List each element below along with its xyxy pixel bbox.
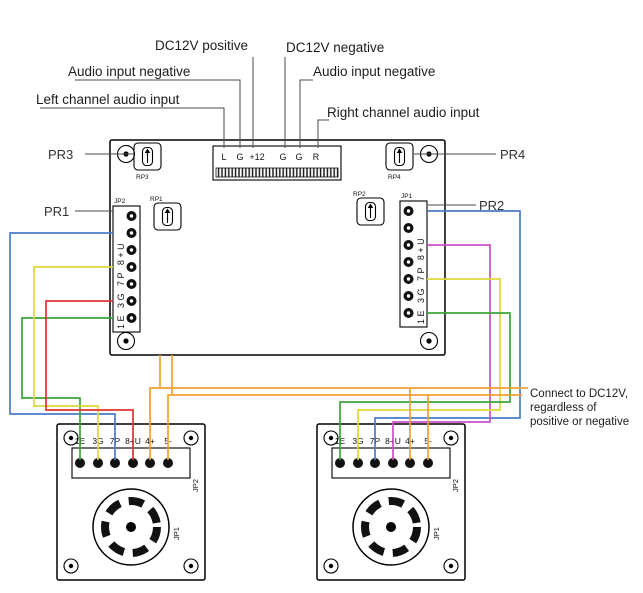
top-connector-pins-strip xyxy=(215,167,339,178)
leader-audio-neg-right xyxy=(299,79,313,148)
meter-dial-segments xyxy=(361,497,421,557)
top-pin-label-g2: G xyxy=(279,152,286,162)
left-connector-body xyxy=(112,205,141,333)
meter-connector-strip xyxy=(71,447,191,479)
meter-jp2-label: JP2 xyxy=(451,479,460,492)
leader-left-channel xyxy=(40,107,225,148)
meter-mount-hole xyxy=(63,430,199,574)
meter-body xyxy=(56,423,206,581)
meter-jp2-label: JP2 xyxy=(191,479,200,492)
meter-dial-ring xyxy=(352,488,430,566)
pot-arrow xyxy=(396,148,403,153)
board-body xyxy=(109,139,446,356)
left-connector-pin xyxy=(126,211,137,323)
pot-arrow xyxy=(144,148,151,153)
label-pr2: PR2 xyxy=(479,198,504,213)
label-dc12v-negative: DC12V negative xyxy=(286,40,384,55)
wire-left-yellow-3g xyxy=(33,266,113,460)
top-pin-label-g3: G xyxy=(295,152,302,162)
label-dc12v-positive: DC12V positive xyxy=(155,38,248,53)
pot-rp2 xyxy=(356,197,385,226)
meter-jp1-label: JP1 xyxy=(172,527,181,540)
pot-pr3 xyxy=(133,142,162,171)
meter-connector-pin xyxy=(335,458,433,468)
label-audio-neg-right: Audio input negative xyxy=(313,64,435,79)
wire-right-blue-7p xyxy=(374,210,521,460)
right-connector-pin xyxy=(403,206,414,318)
ref-label-rp2: RP2 xyxy=(353,191,366,198)
board-left-connector: 1E 3G 7P 8+U xyxy=(112,205,141,333)
wire-left-red-8u xyxy=(45,300,134,460)
meter-dial-center xyxy=(386,522,396,532)
meter-jp1-label: JP1 xyxy=(432,527,441,540)
right-connector-body xyxy=(399,200,428,328)
label-pr4: PR4 xyxy=(500,147,525,162)
ref-label-jp2: JP2 xyxy=(114,198,126,205)
meter-dial-segments xyxy=(101,497,161,557)
left-connector-pin-labels: 1E 3G 7P 8+U xyxy=(116,241,126,329)
wire-right-green-1e xyxy=(339,312,511,460)
pot-arrow xyxy=(164,208,171,213)
wire-left-blue-7p xyxy=(9,232,116,460)
top-pin-label-g1: G xyxy=(236,152,243,162)
top-pin-label-plus12: +12 xyxy=(249,152,264,162)
wire-left-green-1e xyxy=(21,317,113,460)
wire-right-yellow-3g xyxy=(357,278,501,460)
ref-label-rp3: RP3 xyxy=(136,174,149,181)
meter-connector-strip xyxy=(331,447,451,479)
leader-right-channel xyxy=(317,119,329,148)
top-connector-body xyxy=(212,145,342,181)
wire-orange-bus-4p xyxy=(149,387,528,460)
pot-pr4 xyxy=(385,142,414,171)
label-left-channel: Left channel audio input xyxy=(36,92,180,107)
leader-lines xyxy=(40,57,496,212)
label-audio-neg-left: Audio input negative xyxy=(68,64,190,79)
label-right-channel: Right channel audio input xyxy=(327,105,480,120)
pot-rp1 xyxy=(153,202,182,231)
main-board: L G +12 G G R xyxy=(109,139,446,356)
label-pr3: PR3 xyxy=(48,147,73,162)
top-pin-label-r: R xyxy=(313,152,320,162)
leader-audio-neg-left xyxy=(75,79,241,148)
ref-label-jp1: JP1 xyxy=(401,193,413,200)
ref-label-rp4: RP4 xyxy=(388,174,401,181)
label-pr1: PR1 xyxy=(44,204,69,219)
board-top-connector: L G +12 G G R xyxy=(212,145,342,181)
wire-right-magenta-8u xyxy=(392,244,491,460)
note-line-2: regardless of xyxy=(530,402,597,414)
board-right-connector: 1E 3G 7P 8+U xyxy=(399,200,428,328)
wires xyxy=(9,210,528,460)
callout-labels: DC12V positive DC12V negative Audio inpu… xyxy=(36,38,525,219)
meter-dial-center xyxy=(126,522,136,532)
meter-dial-ring xyxy=(92,488,170,566)
dc12v-note: Connect to DC12V, regardless of positive… xyxy=(530,388,629,428)
ref-label-rp1: RP1 xyxy=(150,196,163,203)
right-connector-pin-labels: 1E 3G 7P 8+U xyxy=(416,236,426,324)
top-pin-label-l: L xyxy=(221,152,226,162)
wire-orange-bus-5m xyxy=(167,394,522,460)
meter-mount-hole xyxy=(323,430,459,574)
pot-arrow xyxy=(367,203,374,208)
note-line-1: Connect to DC12V, xyxy=(530,388,628,400)
meter-body xyxy=(316,423,466,581)
meter-connector-pin xyxy=(75,458,173,468)
note-line-3: positive or negative xyxy=(530,416,629,428)
